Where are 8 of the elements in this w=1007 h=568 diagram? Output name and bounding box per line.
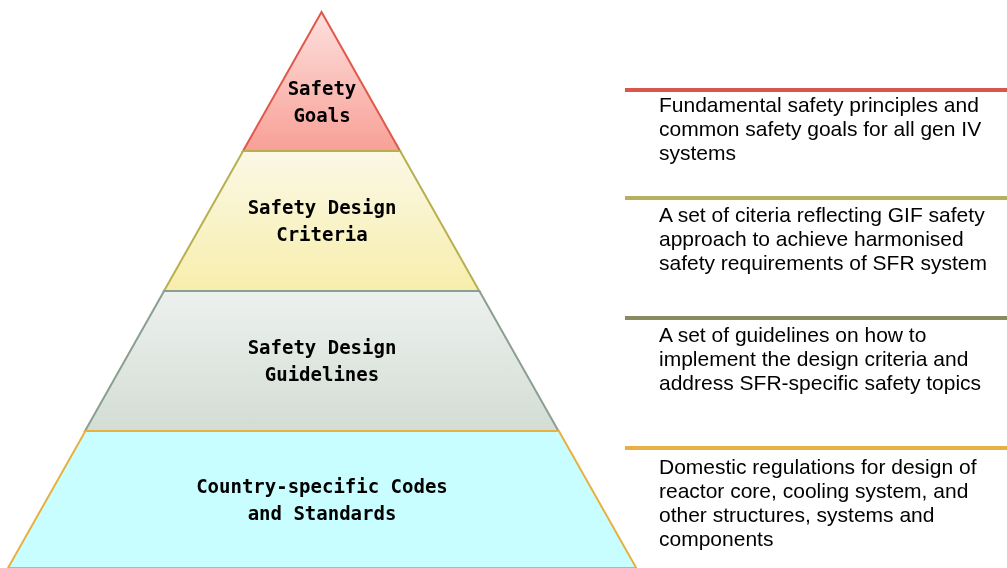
tier-label: Safety Goals xyxy=(287,76,357,126)
description-text: Domestic regulations for design of reactor core, cooling system, and other structures, systems and components xyxy=(659,455,978,551)
tier-label: Country-specific Codes and Standards xyxy=(196,474,448,524)
description-text: A set of guidelines on how to implement the design criteria and address SFR-specific safety topics xyxy=(659,323,983,395)
tier-label: Safety Design Guidelines xyxy=(247,336,397,385)
description-text: A set of citeria reflecting GIF safety approach to achieve harmonised safety requirements of SFR system xyxy=(659,203,988,275)
description-text: Fundamental safety principles and common safety goals for all gen IV systems xyxy=(659,93,983,165)
tier-label: Safety Design Criteria xyxy=(247,196,397,245)
